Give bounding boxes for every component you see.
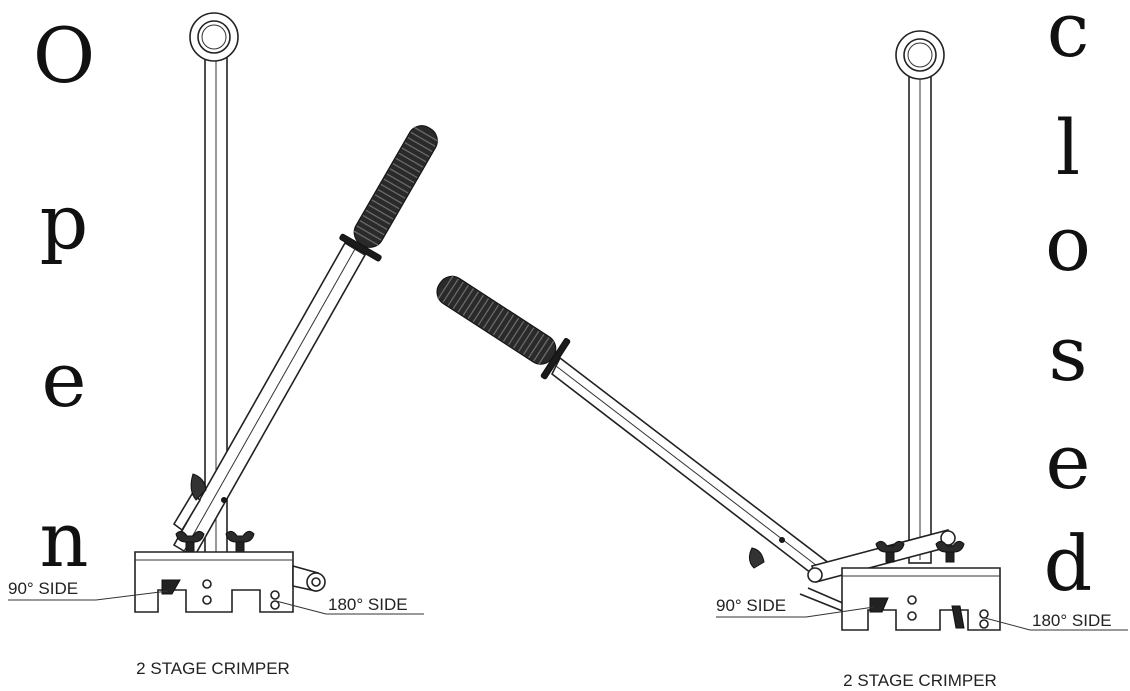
label-90-side: 90° SIDE <box>8 579 78 598</box>
lever-grip <box>426 263 572 381</box>
crimper-base <box>134 551 326 613</box>
lever-grip <box>338 115 451 263</box>
closed-callout-90: 90° SIDE <box>716 596 875 618</box>
closed-callout-180: 180° SIDE <box>984 611 1128 631</box>
closed-letter: o <box>1045 199 1091 288</box>
open-letter: n <box>40 495 89 584</box>
open-callout-180: 180° SIDE <box>275 595 424 615</box>
lever-arm <box>172 241 367 559</box>
open-crimper-drawing: 90° SIDE 180° SIDE 2 STAGE CRIMPER <box>8 12 451 678</box>
open-letter: O <box>33 11 95 100</box>
wing-nut <box>225 530 255 553</box>
closed-caption: 2 STAGE CRIMPER <box>843 671 997 690</box>
closed-letter: l <box>1056 103 1080 192</box>
closed-letter: c <box>1047 0 1090 74</box>
closed-letter: e <box>1046 417 1091 506</box>
label-180-side: 180° SIDE <box>1032 611 1112 630</box>
label-90-side: 90° SIDE <box>716 596 786 615</box>
label-180-side: 180° SIDE <box>328 595 408 614</box>
stand-post <box>895 30 945 564</box>
closed-letter: d <box>1044 519 1093 608</box>
open-letter: p <box>40 177 89 266</box>
stand-post <box>189 12 239 556</box>
closed-label: c l o s e d <box>1044 0 1093 608</box>
open-label: O p e n <box>33 11 95 584</box>
open-caption: 2 STAGE CRIMPER <box>136 659 290 678</box>
closed-letter: s <box>1048 309 1087 398</box>
closed-crimper-drawing: 90° SIDE 180° SIDE 2 STAGE CRIMPER <box>426 30 1128 690</box>
open-callout-90: 90° SIDE <box>8 579 169 601</box>
open-letter: e <box>42 335 87 424</box>
crimper-base <box>841 567 1001 631</box>
